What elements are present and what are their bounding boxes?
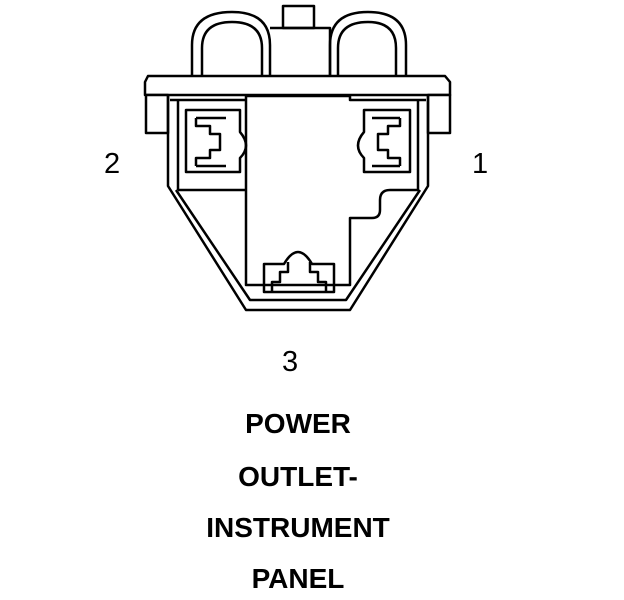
connector-right-arch <box>328 10 408 82</box>
connector-left-arch <box>190 10 272 82</box>
terminal-3 <box>262 250 336 294</box>
title-line-2: OUTLET- <box>238 461 358 492</box>
connector-left-ear <box>144 93 170 135</box>
connector-top-latch <box>281 4 316 30</box>
connector-cavity-outline <box>170 94 426 287</box>
terminal-1-notch-b <box>372 116 400 168</box>
pin-label-1: 1 <box>472 148 489 180</box>
pin-label-2: 2 <box>104 148 121 180</box>
terminal-1-notch <box>376 118 402 166</box>
connector-housing-inner <box>174 189 422 302</box>
connector-left-arch-inner <box>200 20 264 82</box>
connector-shoulder <box>143 74 452 97</box>
title-line-3: INSTRUMENT <box>206 512 390 543</box>
terminal-2-notch <box>194 118 222 166</box>
terminal-2-notch-b <box>196 116 226 168</box>
terminal-3-notch <box>270 262 328 292</box>
terminal-1 <box>356 108 412 174</box>
connector-housing-outline <box>166 95 430 312</box>
title-line-1: POWER <box>245 408 351 439</box>
terminal-2 <box>184 108 248 174</box>
pin-label-3: 3 <box>282 346 299 378</box>
connector-center-body <box>270 26 332 82</box>
connector-right-ear <box>426 93 452 135</box>
connector-right-arch-inner <box>336 20 398 82</box>
title-line-4: PANEL <box>251 563 345 594</box>
